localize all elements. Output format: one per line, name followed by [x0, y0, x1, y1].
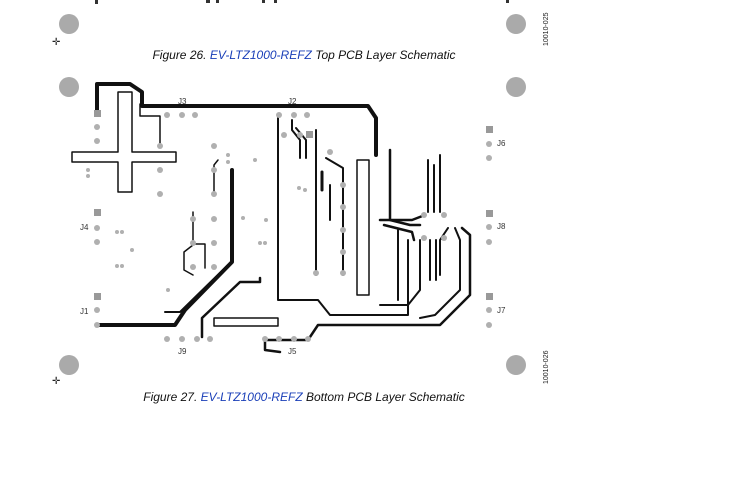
figure-27-link[interactable]: EV-LTZ1000-REFZ [200, 390, 303, 404]
component-pads [86, 110, 493, 342]
label-j2: J2 [288, 97, 297, 106]
figure-26-link[interactable]: EV-LTZ1000-REFZ [209, 48, 312, 62]
mounting-hole-icon [59, 77, 79, 97]
label-j7: J7 [497, 306, 506, 315]
figure-26-caption: Figure 26. EV-LTZ1000-REFZ Top PCB Layer… [4, 48, 604, 62]
label-j8: J8 [497, 222, 506, 231]
figure-26-number: Figure 26. [152, 48, 207, 62]
mounting-hole-icon [506, 77, 526, 97]
label-j6: J6 [497, 139, 506, 148]
figure-26-title: Top PCB Layer Schematic [315, 48, 456, 62]
label-j3: J3 [178, 97, 187, 106]
top-figure-remnant: ✛ [52, 0, 526, 48]
copper-traces [71, 82, 472, 354]
figure-27-number: Figure 27. [143, 390, 198, 404]
label-j4: J4 [80, 223, 89, 232]
mounting-hole-icon [59, 14, 79, 34]
label-j5: J5 [288, 347, 297, 356]
figure-27-caption: Figure 27. EV-LTZ1000-REFZ Bottom PCB La… [4, 390, 604, 404]
fiducial-cross-icon: ✛ [52, 376, 60, 387]
fiducial-cross-icon: ✛ [52, 37, 60, 48]
label-j9: J9 [178, 347, 187, 356]
connector-labels: J3 J2 J4 J1 J9 J5 J6 J8 J7 [80, 97, 506, 356]
mounting-hole-icon [506, 14, 526, 34]
mounting-holes: ✛ [52, 77, 526, 387]
label-j1: J1 [80, 307, 89, 316]
mounting-hole-icon [59, 355, 79, 375]
mounting-hole-icon [506, 355, 526, 375]
figure-27-title: Bottom PCB Layer Schematic [306, 390, 465, 404]
